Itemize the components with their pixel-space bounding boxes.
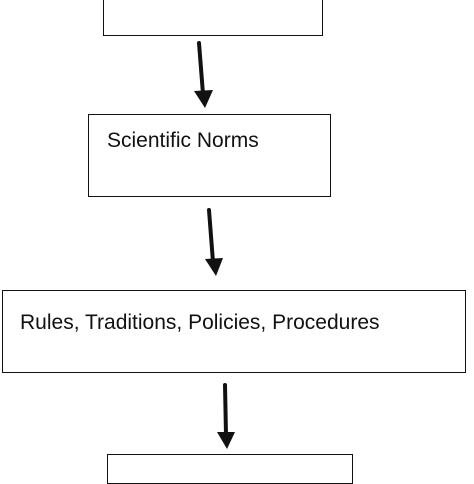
- arrow-norms-to-rules: [205, 208, 223, 276]
- flow-box-rules-traditions-label: Rules, Traditions, Policies, Procedures: [20, 311, 380, 334]
- flow-box-scientific-norms-label: Scientific Norms: [107, 129, 259, 152]
- flow-box-rules-traditions: Rules, Traditions, Policies, Procedures: [2, 290, 466, 373]
- arrow-top-to-norms: [194, 41, 213, 108]
- flow-box-top: [103, 0, 323, 36]
- flow-box-bottom: [107, 454, 353, 484]
- flow-box-scientific-norms: Scientific Norms: [88, 114, 331, 197]
- arrow-rules-to-bottom: [217, 383, 235, 449]
- flow-arrows: [194, 41, 235, 449]
